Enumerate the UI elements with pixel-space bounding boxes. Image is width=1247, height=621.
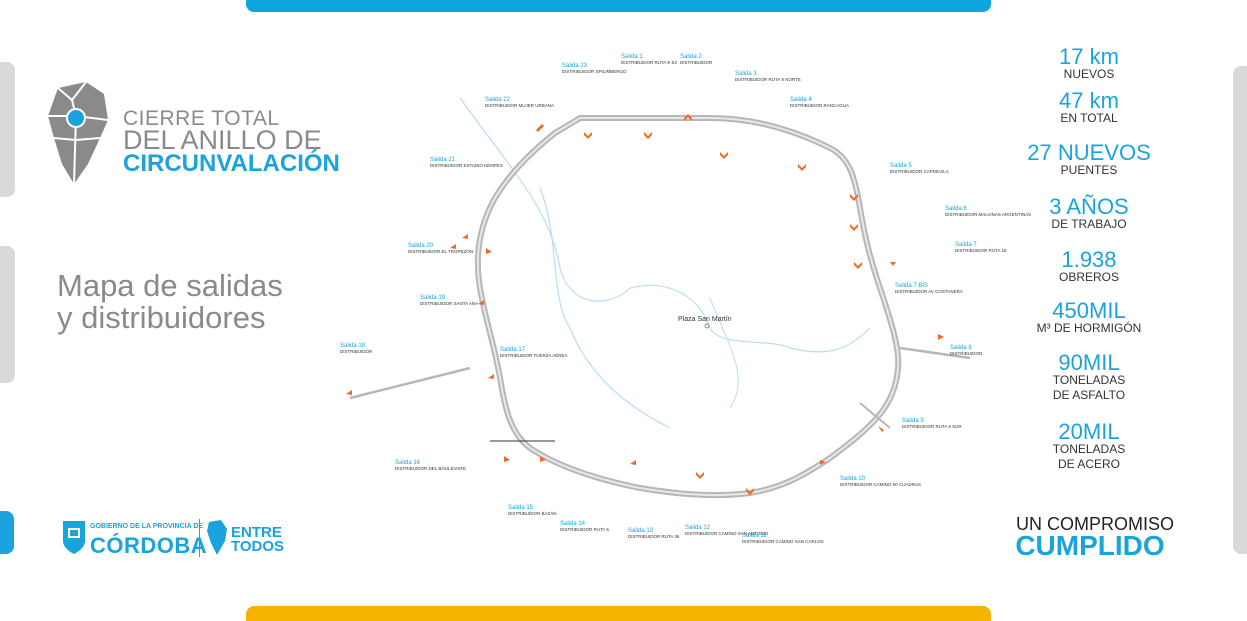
map-subtitle: Mapa de salidas y distribuidores <box>57 268 283 335</box>
bottom-accent-bar <box>246 606 991 621</box>
gov-small-text: GOBIERNO DE LA PROVINCIA DE <box>90 523 204 530</box>
title-line1: CIERRE TOTAL <box>123 107 280 130</box>
stat-label: EN TOTAL <box>1060 111 1118 125</box>
top-accent-bar <box>246 0 991 12</box>
stat-label: TONELADAS DE ASFALTO <box>1052 373 1126 402</box>
title-line3: CIRCUNVALACIÓN <box>123 150 340 177</box>
gov-big-text: CÓRDOBA <box>90 533 208 558</box>
stat-label: M³ DE HORMIGÓN <box>1036 321 1142 335</box>
stat-value: 1.938 <box>1061 247 1117 272</box>
right-grey-tab <box>1233 66 1247 554</box>
stat-value: 90MIL <box>1058 350 1120 375</box>
stat-value: 17 km <box>1059 44 1119 69</box>
promise-line1: UN COMPROMISO <box>1015 514 1174 534</box>
logo-divider <box>199 519 200 557</box>
map-center-label: Plaza San Martín <box>678 316 732 323</box>
stat-label: PUENTES <box>1060 163 1118 177</box>
stat-label: TONELADAS DE ACERO <box>1052 442 1126 471</box>
left-blue-tab <box>0 511 14 554</box>
title-line2: DEL ANILLO DE <box>123 125 322 155</box>
stat-value: 20MIL <box>1058 419 1120 444</box>
entre-todos-map-icon <box>207 520 227 555</box>
province-map-icon <box>48 81 109 185</box>
stat-value: 47 km <box>1059 88 1119 113</box>
left-grey-tab <box>0 246 15 383</box>
stat-value: 450MIL <box>1052 298 1126 323</box>
exit-arrows <box>346 114 944 495</box>
stat-label: NUEVOS <box>1063 67 1115 81</box>
ring-road-map <box>346 97 971 499</box>
ring-road <box>474 115 902 499</box>
stat-label: DE TRABAJO <box>1051 217 1127 231</box>
left-grey-tab <box>0 62 15 197</box>
promise-line2: CUMPLIDO <box>1015 530 1165 561</box>
stat-value: 3 AÑOS <box>1049 194 1129 219</box>
province-shield-icon <box>63 521 85 554</box>
stat-value: 27 NUEVOS <box>1027 140 1151 165</box>
stat-label: OBREROS <box>1058 270 1119 284</box>
